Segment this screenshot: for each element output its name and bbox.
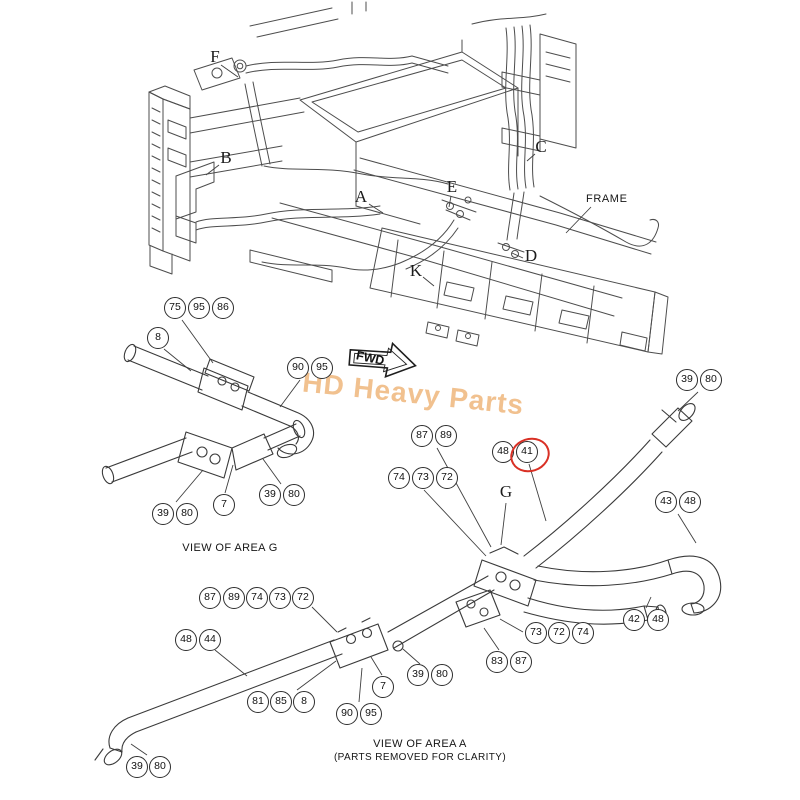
- view-a-callout-41: 41: [516, 441, 538, 463]
- view-a-callout-8: 8: [293, 691, 315, 713]
- view-g-callout-90: 90: [287, 357, 309, 379]
- view-a-callout-89: 89: [223, 587, 245, 609]
- view-a-callout-72: 72: [292, 587, 314, 609]
- view-a-callout-80: 80: [149, 756, 171, 778]
- view-a-callout-39: 39: [126, 756, 148, 778]
- view-a-callout-80: 80: [431, 664, 453, 686]
- view-a-callout-39: 39: [407, 664, 429, 686]
- view-a-callout-72: 72: [436, 467, 458, 489]
- area-letter-f: F: [210, 47, 220, 66]
- view-a-callout-72: 72: [548, 622, 570, 644]
- view-a-callout-87: 87: [411, 425, 433, 447]
- area-letter-a: A: [354, 187, 368, 206]
- view-a-callout-44: 44: [199, 629, 221, 651]
- view-a-callout-95: 95: [360, 703, 382, 725]
- view-g-callout-86: 86: [212, 297, 234, 319]
- frame-drawing-art: [148, 1, 669, 355]
- area-letter-k: K: [409, 261, 423, 280]
- area-letter-e: E: [446, 177, 458, 196]
- view-a-callout-48: 48: [647, 609, 669, 631]
- view-a-callout-81: 81: [247, 691, 269, 713]
- view-a-callout-73: 73: [412, 467, 434, 489]
- area-letter-d: D: [524, 246, 538, 265]
- view-a-callout-74: 74: [572, 622, 594, 644]
- area-letter-g: G: [499, 482, 513, 501]
- view-a-callout-7: 7: [372, 676, 394, 698]
- view-g-callout-95: 95: [311, 357, 333, 379]
- view-g-callout-7: 7: [213, 494, 235, 516]
- view-a-callout-87: 87: [510, 651, 532, 673]
- view-g-callout-75: 75: [164, 297, 186, 319]
- view-a-callout-74: 74: [246, 587, 268, 609]
- view-a-callout-73: 73: [269, 587, 291, 609]
- view-a-callout-74: 74: [388, 467, 410, 489]
- view-g-callout-80: 80: [176, 503, 198, 525]
- fwd-arrow-icon: FWD: [348, 341, 417, 378]
- view-g-callout-39: 39: [259, 484, 281, 506]
- view-a-callout-43: 43: [655, 491, 677, 513]
- area-letter-c: C: [535, 137, 547, 156]
- view-a-callout-48: 48: [175, 629, 197, 651]
- view-a-caption-title: VIEW OF AREA A: [373, 738, 467, 750]
- area-letter-b: B: [220, 148, 232, 167]
- view-g-art: [101, 343, 314, 485]
- fwd-label: FWD: [355, 348, 386, 368]
- view-a-callout-39: 39: [676, 369, 698, 391]
- view-a-callout-87: 87: [199, 587, 221, 609]
- view-a-callout-90: 90: [336, 703, 358, 725]
- view-g-callout-80: 80: [283, 484, 305, 506]
- view-a-callout-83: 83: [486, 651, 508, 673]
- view-a-callout-48: 48: [679, 491, 701, 513]
- view-a-callout-48: 48: [492, 441, 514, 463]
- view-g-callout-39: 39: [152, 503, 174, 525]
- view-a-art: [94, 403, 722, 766]
- view-g-caption: VIEW OF AREA G: [182, 542, 278, 554]
- view-g-callout-8: 8: [147, 327, 169, 349]
- view-a-callout-85: 85: [270, 691, 292, 713]
- view-a-caption-sub: (PARTS REMOVED FOR CLARITY): [333, 751, 507, 763]
- view-a-callout-73: 73: [525, 622, 547, 644]
- view-a-callout-89: 89: [435, 425, 457, 447]
- view-a-caption: VIEW OF AREA A (PARTS REMOVED FOR CLARIT…: [300, 738, 540, 764]
- view-g-callout-95: 95: [188, 297, 210, 319]
- view-a-callout-80: 80: [700, 369, 722, 391]
- frame-label: FRAME: [586, 193, 628, 205]
- view-a-callout-42: 42: [623, 609, 645, 631]
